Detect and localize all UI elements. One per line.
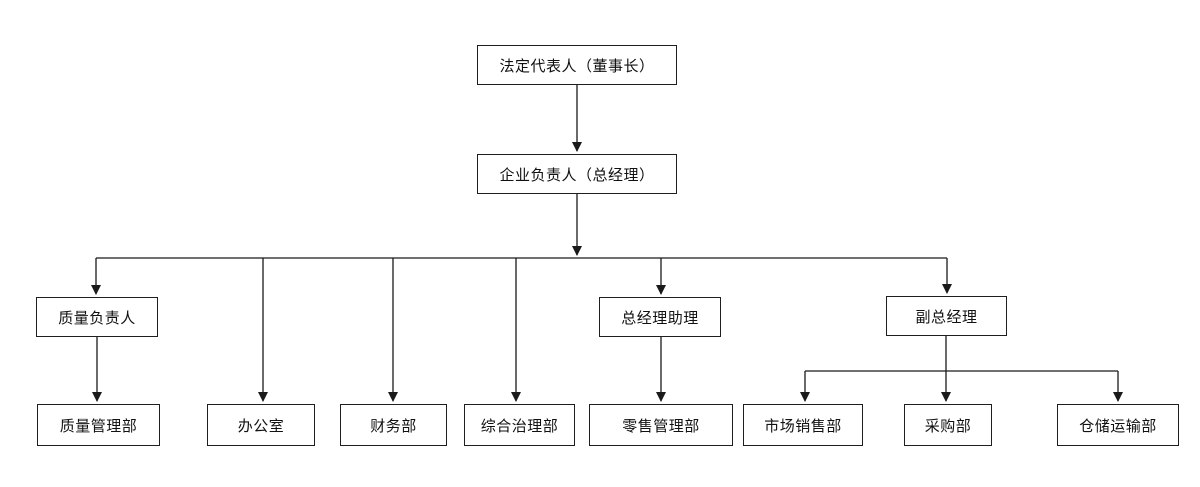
org-node-retail-management-dept: 零售管理部 [589, 404, 733, 446]
org-node-quality-management-dept: 质量管理部 [37, 404, 160, 446]
org-node-warehouse-transport-dept: 仓储运输部 [1057, 404, 1179, 446]
org-node-general-manager: 企业负责人（总经理） [477, 154, 677, 194]
org-node-deputy-general-manager: 副总经理 [886, 296, 1007, 336]
org-node-legal-representative: 法定代表人（董事长） [477, 45, 677, 85]
org-node-comprehensive-governance-dept: 综合治理部 [464, 404, 575, 446]
org-node-quality-manager: 质量负责人 [36, 297, 158, 337]
org-node-purchasing-dept: 采购部 [904, 404, 992, 446]
org-node-finance-dept: 财务部 [340, 404, 447, 446]
org-node-marketing-sales-dept: 市场销售部 [743, 404, 863, 446]
org-node-gm-assistant: 总经理助理 [599, 297, 721, 337]
org-node-office: 办公室 [207, 404, 315, 446]
